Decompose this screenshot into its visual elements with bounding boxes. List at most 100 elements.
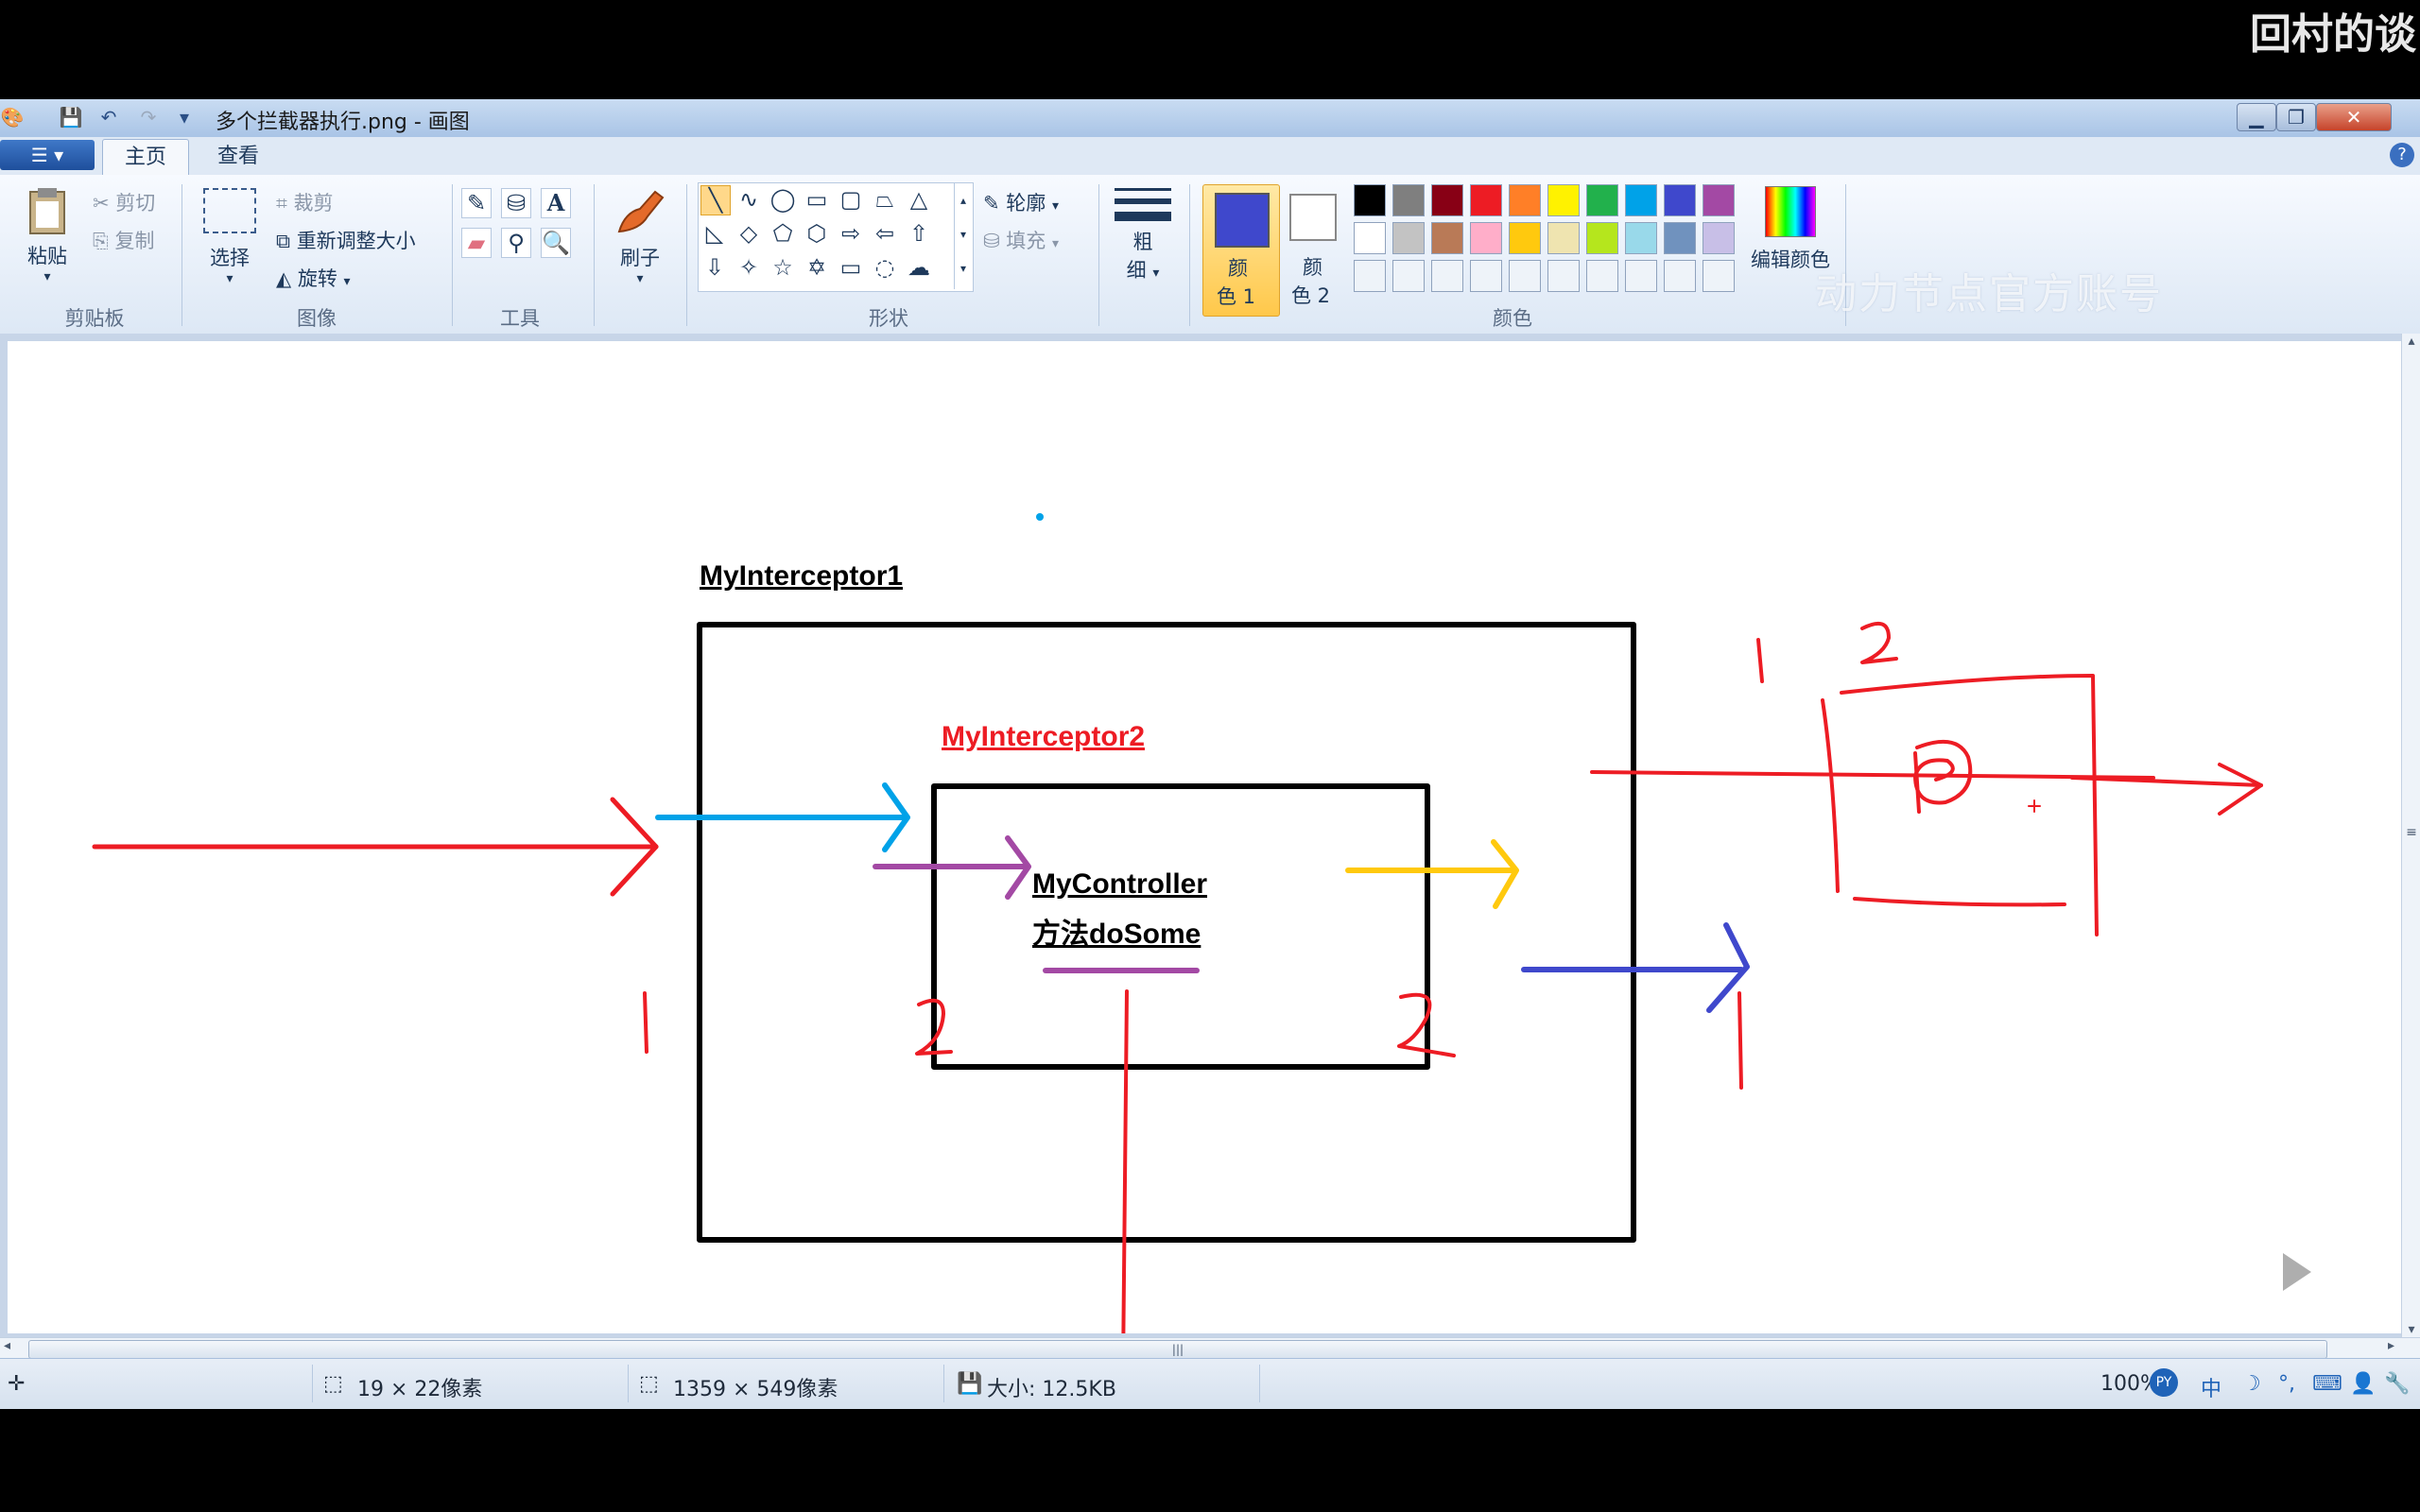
app-icon[interactable]: 🎨	[0, 106, 25, 129]
shape-polygon-icon[interactable]: ⏢	[875, 186, 894, 213]
text-tool-icon[interactable]: A	[541, 188, 571, 218]
settings-icon[interactable]: 🔧	[2384, 1372, 2411, 1396]
undo-icon[interactable]: ↶	[100, 106, 117, 129]
palette-swatch[interactable]	[1586, 184, 1618, 216]
palette-swatch[interactable]	[1703, 184, 1735, 216]
palette-swatch[interactable]	[1470, 184, 1502, 216]
palette-swatch[interactable]	[1392, 222, 1425, 254]
cut-button[interactable]: ✂ 剪切	[93, 188, 155, 216]
paste-button[interactable]: 粘贴 ▾	[19, 184, 76, 284]
drawing-canvas[interactable]: MyInterceptor1 MyInterceptor2 MyControll…	[8, 341, 2401, 1333]
paint-menu-button[interactable]: ☰ ▾	[0, 140, 95, 170]
shape-line-icon[interactable]: ╲	[700, 185, 731, 215]
palette-swatch[interactable]	[1509, 260, 1541, 292]
palette-swatch[interactable]	[1664, 184, 1696, 216]
minimize-button[interactable]: ▁	[2237, 103, 2276, 131]
brushes-button[interactable]: 刷子 ▾	[605, 184, 675, 286]
size-button[interactable]: 粗 细 ▾	[1112, 188, 1174, 284]
color1-button[interactable]: 颜 色 1	[1202, 184, 1280, 317]
shape-rounded-rectangle-icon[interactable]: ▢	[839, 186, 862, 213]
user-icon[interactable]: 👤	[2350, 1372, 2377, 1396]
close-button[interactable]: ✕	[2316, 103, 2392, 131]
palette-swatch[interactable]	[1354, 184, 1386, 216]
tab-home[interactable]: 主页	[102, 139, 189, 176]
quick-access-dropdown-icon[interactable]: ▾	[179, 106, 190, 129]
shape-oval-icon[interactable]: ◯	[769, 186, 796, 213]
select-button[interactable]: 选择 ▾	[200, 188, 259, 286]
shape-callout-oval-icon[interactable]: ◌	[874, 254, 895, 281]
play-button[interactable]	[2245, 1228, 2345, 1315]
maximize-button[interactable]: ❐	[2276, 103, 2316, 131]
shape-six-point-star-icon[interactable]: ✡	[806, 254, 827, 281]
palette-swatch[interactable]	[1547, 184, 1580, 216]
keyboard-icon[interactable]: ⌨	[2312, 1372, 2342, 1396]
shape-four-point-star-icon[interactable]: ✧	[738, 254, 759, 281]
magnifier-icon[interactable]: 🔍	[541, 228, 571, 258]
shape-diamond-icon[interactable]: ◇	[739, 220, 758, 247]
scroll-up-icon[interactable]: ▴	[2408, 334, 2415, 349]
tab-view[interactable]: 查看	[216, 145, 259, 168]
palette-swatch[interactable]	[1431, 184, 1463, 216]
shape-hexagon-icon[interactable]: ⬡	[806, 220, 827, 247]
palette-swatch[interactable]	[1431, 260, 1463, 292]
shape-right-triangle-icon[interactable]: ◺	[705, 220, 724, 247]
palette-swatch[interactable]	[1586, 260, 1618, 292]
shape-pentagon-icon[interactable]: ⬠	[772, 220, 793, 247]
ime-mode[interactable]: 中	[2201, 1378, 2222, 1401]
save-icon[interactable]: 💾	[59, 106, 83, 129]
palette-swatch[interactable]	[1703, 222, 1735, 254]
shape-right-arrow-icon[interactable]: ⇨	[840, 220, 861, 247]
edit-colors-button[interactable]: 编辑颜色	[1743, 186, 1838, 273]
eraser-icon[interactable]: ▰	[461, 228, 492, 258]
palette-swatch[interactable]	[1392, 184, 1425, 216]
scroll-right-icon[interactable]: ▸	[2388, 1338, 2395, 1353]
palette-swatch[interactable]	[1664, 260, 1696, 292]
palette-swatch[interactable]	[1354, 260, 1386, 292]
shapes-scroll[interactable]: ▴▾▾	[954, 183, 972, 289]
copy-button[interactable]: ⎘ 复制	[93, 226, 155, 254]
crop-button[interactable]: ⌗ 裁剪	[276, 188, 334, 216]
shape-up-arrow-icon[interactable]: ⇧	[908, 220, 929, 247]
resize-button[interactable]: ⧉ 重新调整大小	[276, 226, 416, 254]
scroll-down-icon[interactable]: ▾	[2408, 1322, 2415, 1337]
outline-button[interactable]: ✎ 轮廓 ▾	[983, 188, 1059, 216]
shape-rectangle-icon[interactable]: ▭	[805, 186, 828, 213]
shape-callout-cloud-icon[interactable]: ☁	[908, 254, 930, 281]
punctuation-icon[interactable]: °,	[2278, 1372, 2295, 1396]
palette-swatch[interactable]	[1470, 260, 1502, 292]
half-width-icon[interactable]: ☽	[2242, 1372, 2261, 1396]
palette-swatch[interactable]	[1547, 260, 1580, 292]
palette-swatch[interactable]	[1431, 222, 1463, 254]
pencil-icon[interactable]: ✎	[461, 188, 492, 218]
help-icon[interactable]: ?	[2390, 143, 2414, 167]
shape-down-arrow-icon[interactable]: ⇩	[704, 254, 725, 281]
palette-swatch[interactable]	[1664, 222, 1696, 254]
palette-swatch[interactable]	[1586, 222, 1618, 254]
palette-swatch[interactable]	[1625, 260, 1657, 292]
rotate-button[interactable]: ◭ 旋转 ▾	[276, 264, 351, 292]
scroll-left-icon[interactable]: ◂	[4, 1338, 11, 1353]
fill-bucket-icon[interactable]: ⛁	[501, 188, 531, 218]
palette-swatch[interactable]	[1625, 222, 1657, 254]
color2-button[interactable]: 颜 色 2	[1280, 184, 1346, 315]
color-picker-icon[interactable]: ⚲	[501, 228, 531, 258]
palette-swatch[interactable]	[1470, 222, 1502, 254]
palette-swatch[interactable]	[1509, 184, 1541, 216]
fill-button[interactable]: ⛁ 填充 ▾	[983, 226, 1059, 254]
shape-curve-icon[interactable]: ∿	[738, 186, 759, 213]
shape-five-point-star-icon[interactable]: ☆	[772, 254, 793, 281]
palette-swatch[interactable]	[1625, 184, 1657, 216]
redo-icon[interactable]: ↷	[140, 106, 157, 129]
shape-left-arrow-icon[interactable]: ⇦	[874, 220, 895, 247]
palette-swatch[interactable]	[1509, 222, 1541, 254]
palette-swatch[interactable]	[1354, 222, 1386, 254]
horizontal-scroll-thumb[interactable]: |||	[28, 1340, 2327, 1359]
ime-logo-icon[interactable]: PY	[2150, 1368, 2178, 1397]
shape-triangle-icon[interactable]: △	[909, 186, 928, 213]
palette-swatch[interactable]	[1703, 260, 1735, 292]
vertical-scrollbar[interactable]: ▴ ≡ ▾	[2401, 334, 2420, 1337]
palette-swatch[interactable]	[1547, 222, 1580, 254]
shape-callout-rect-icon[interactable]: ▭	[839, 254, 862, 281]
palette-swatch[interactable]	[1392, 260, 1425, 292]
horizontal-scrollbar[interactable]: ◂ ||| ▸	[0, 1337, 2420, 1359]
